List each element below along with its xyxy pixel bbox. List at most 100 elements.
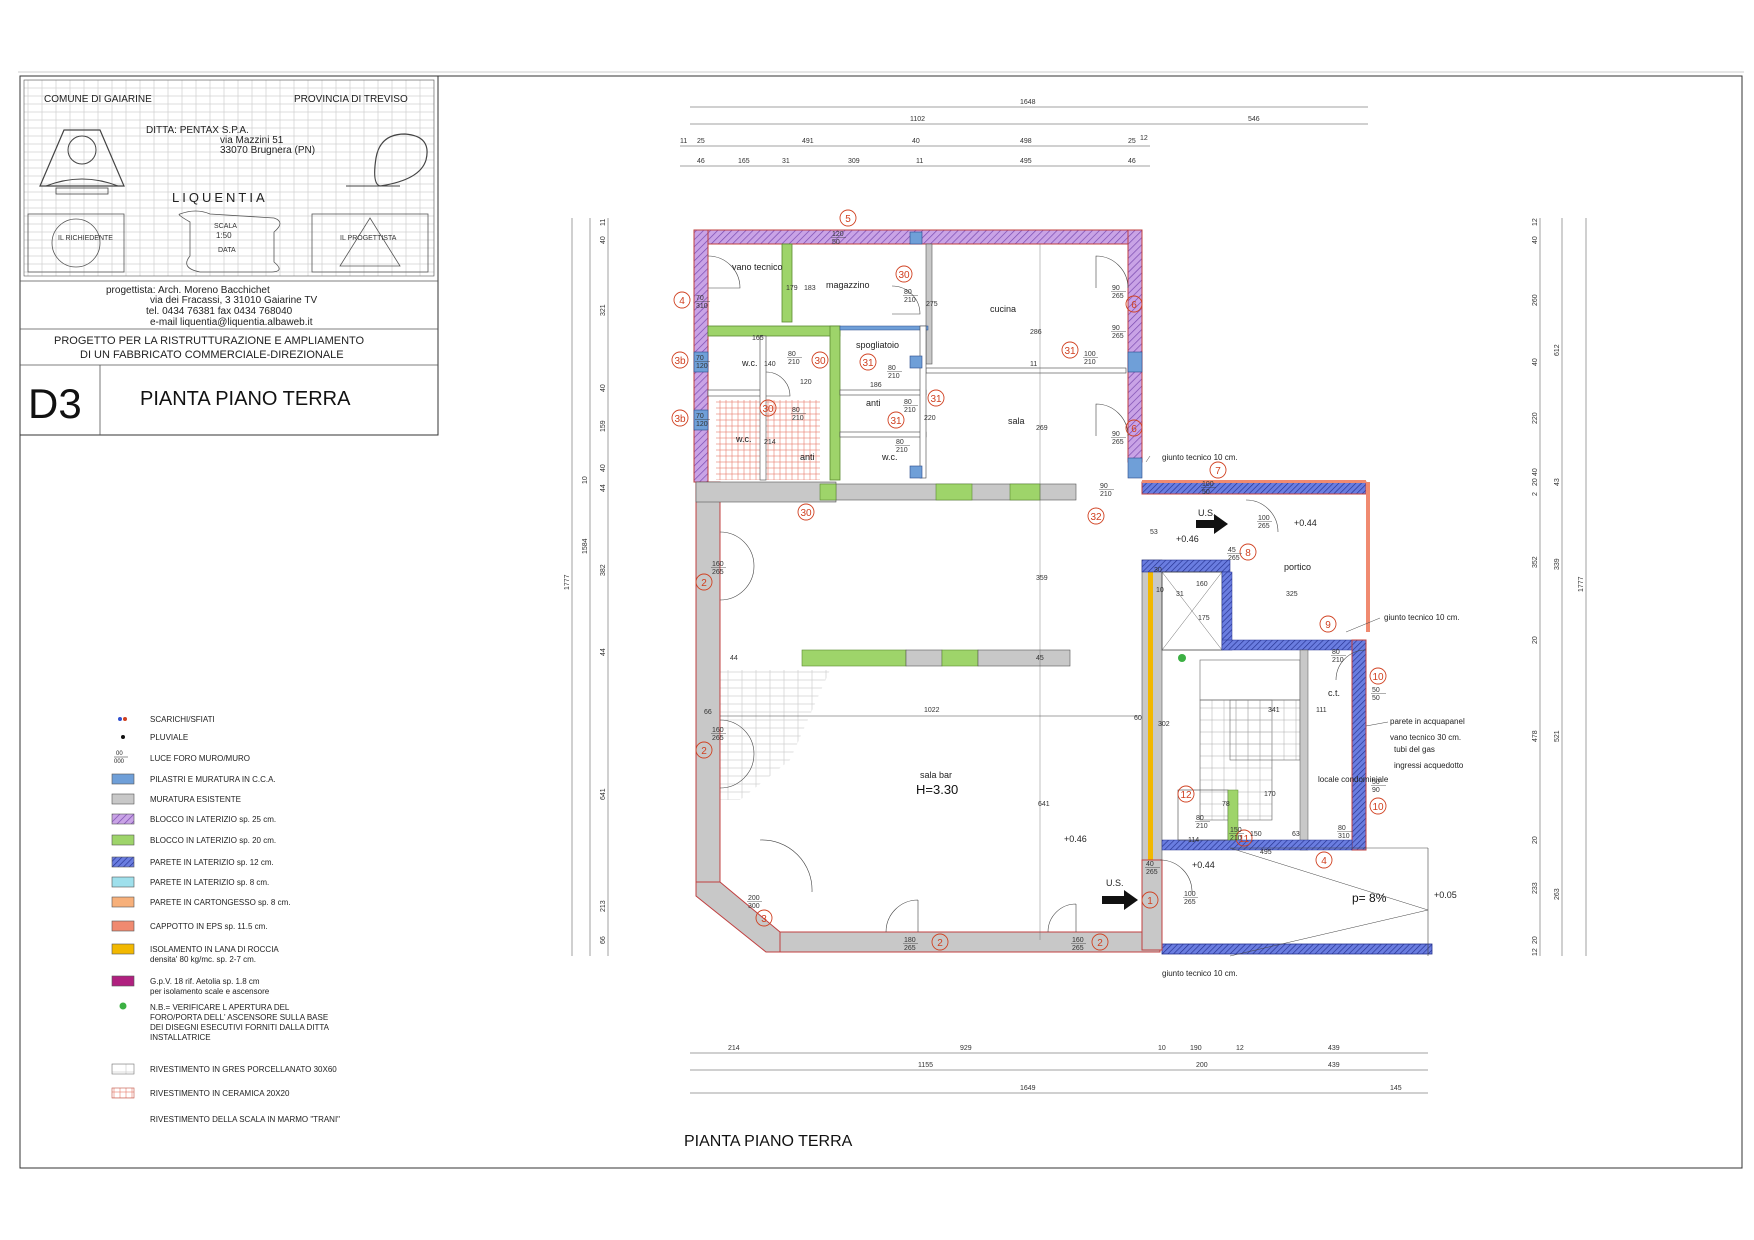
opening-height: 310 (696, 303, 708, 310)
small-room-12-green (1227, 789, 1239, 841)
right-dim-label: 352 (1532, 556, 1539, 568)
opening-height: 300 (748, 903, 760, 910)
cca-pillar-5 (1127, 457, 1143, 479)
interior-dim-label: 359 (1036, 575, 1048, 582)
right-dim-label: 521 (1554, 730, 1561, 742)
door-marker-label: 3b (674, 414, 686, 425)
door-marker: 2 (1091, 933, 1109, 951)
partition-wc-anti-1 (707, 389, 765, 397)
opening-width: 70 (696, 413, 704, 420)
door-marker: 10 (1369, 797, 1387, 815)
door-marker: 3b (671, 409, 689, 427)
interior-dim-label: 66 (704, 709, 712, 716)
legend-swatch (111, 876, 135, 888)
door-marker-label: 6 (1131, 300, 1137, 311)
opening-width: 120 (832, 231, 844, 238)
comune-label: COMUNE DI GAIARINE (44, 94, 152, 105)
left-dim-label: 382 (600, 564, 607, 576)
opening-width: 90 (1112, 285, 1120, 292)
interior-dim-label: 30 (1154, 567, 1162, 574)
interior-dim-label: 186 (870, 382, 882, 389)
legend-label: FORO/PORTA DELL' ASCENSORE SULLA BASE (150, 1013, 328, 1022)
left-dim-label: 321 (600, 304, 607, 316)
opening-width: 80 (792, 407, 800, 414)
opening-width: 90 (1100, 483, 1108, 490)
right-dim-label: 43 (1554, 478, 1561, 486)
opening-height: 210 (904, 407, 916, 414)
legend-item: PARETE IN CARTONGESSO sp. 8 cm. (111, 896, 290, 908)
legend-label: RIVESTIMENTO DELLA SCALA IN MARMO "TRANI… (150, 1115, 340, 1124)
left-dim-label: 641 (600, 788, 607, 800)
opening-height: 210 (888, 373, 900, 380)
right-dim-label: 12 (1532, 218, 1539, 226)
opening-height: 210 (1332, 657, 1344, 664)
dim-top-r4-d: 309 (848, 158, 860, 165)
opening-width: 100 (1084, 351, 1096, 358)
dimension-lines (571, 106, 1587, 1094)
parete-acquapanel: parete in acquapanel (1390, 717, 1465, 726)
dim-top-r4-c: 31 (782, 158, 790, 165)
legend-swatch (123, 717, 127, 721)
legend-item: BLOCCO IN LATERIZIO sp. 20 cm. (111, 834, 276, 846)
opening-width: 160 (1072, 937, 1084, 944)
opening-height: 265 (1146, 869, 1158, 876)
level-2: +0.46 (1176, 534, 1199, 544)
interior-dim-label: 44 (730, 655, 738, 662)
dim-bot-10: 10 (1158, 1045, 1166, 1052)
data-label: DATA (218, 247, 236, 254)
legend-item: PILASTRI E MURATURA IN C.C.A. (111, 773, 276, 785)
door-marker: 3 (755, 909, 773, 927)
bottom-dimensions: 214 929 10 190 12 439 1155 200 439 1649 … (728, 1045, 1402, 1092)
opening-height: 210 (904, 297, 916, 304)
opening-width: 90 (1112, 325, 1120, 332)
legend-item: PARETE IN LATERIZIO sp. 8 cm. (111, 876, 269, 888)
door-marker: 2 (695, 741, 713, 759)
opening-height: 210 (1196, 823, 1208, 830)
interior-dim-label: 63 (1292, 831, 1300, 838)
door-marker-label: 3b (674, 356, 686, 367)
legend-swatch (121, 735, 125, 739)
opening-height: 210 (792, 415, 804, 422)
door-marker-label: 30 (898, 270, 910, 281)
title-block: COMUNE DI GAIARINE PROVINCIA DI TREVISO … (19, 75, 439, 436)
opening-height: 120 (696, 421, 708, 428)
interior-dim-label: 302 (1158, 721, 1170, 728)
elevator-shaft-wall (1221, 571, 1233, 651)
door-marker-label: 1 (1147, 896, 1153, 907)
door-marker: 31 (927, 389, 945, 407)
green-insert-1 (819, 483, 837, 501)
door-marker: 11 (1235, 829, 1253, 847)
scroll-emblem (346, 133, 428, 187)
opening-height: 120 (696, 363, 708, 370)
dim-top-r4-a: 46 (697, 158, 705, 165)
scale-scroll (178, 210, 281, 273)
partition-cucina-sala (925, 367, 1127, 374)
legend-item: BLOCCO IN LATERIZIO sp. 25 cm. (111, 813, 276, 825)
opening-height: 265 (1112, 293, 1124, 300)
right-dim-label: 20 (1532, 836, 1539, 844)
tubi-gas: tubi del gas (1394, 745, 1435, 754)
legend-label: MURATURA ESISTENTE (150, 795, 241, 804)
cca-pillar-2 (909, 355, 923, 369)
legend-swatch (111, 834, 135, 846)
legend-item: N.B.= VERIFICARE L APERTURA DELFORO/PORT… (119, 1002, 330, 1042)
opening-width: 80 (1196, 815, 1204, 822)
legend-swatch (111, 975, 135, 987)
door-marker-label: 10 (1372, 672, 1384, 683)
legend-label: G.p.V. 18 rif. Aetolia sp. 1.8 cm (150, 977, 260, 986)
legend-label: RIVESTIMENTO IN CERAMICA 20X20 (150, 1089, 290, 1098)
left-dim-label: 40 (600, 236, 607, 244)
door-marker: 3b (671, 351, 689, 369)
